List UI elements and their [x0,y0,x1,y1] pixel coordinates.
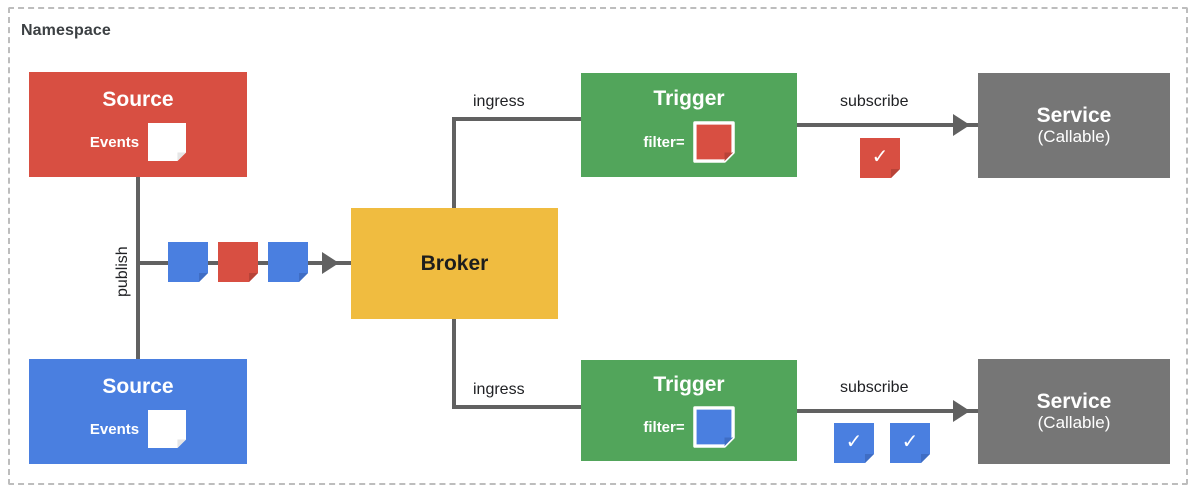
service-bottom-title: Service [1036,390,1112,414]
trigger-bottom-filter-row: filter= [643,406,735,448]
service-top-title: Service [1036,104,1112,128]
checkmark-icon: ✓ [871,145,889,168]
edge-label-publish: publish [114,246,131,297]
service-bottom-subtitle: (Callable) [1037,413,1111,433]
trigger-top-filter-icon [692,121,735,163]
trigger-bottom-filter-label: filter= [643,418,685,436]
event-card-3 [268,242,308,282]
event-card-1-fill [168,242,208,282]
subscribe-bottom-arrowhead [953,400,970,422]
event-card-1 [168,242,208,282]
ingress-bottom-line [452,405,584,409]
event-card-2-fill [218,242,258,282]
checkmark-icon: ✓ [901,430,919,453]
trigger-bottom-filter-icon [692,406,735,448]
edge-label-subscribe-top: subscribe [840,93,909,110]
edge-label-ingress-bottom: ingress [473,381,525,398]
source-blue-event-icon [148,410,187,449]
broker-title: Broker [420,251,489,275]
service-top-subtitle: (Callable) [1037,127,1111,147]
publish-spine-line [136,177,140,361]
subscribe-bottom-line [795,409,980,413]
delivered-top-1-fill [860,138,900,178]
delivered-bottom-1-fill [834,423,874,463]
source-red-title: Source [102,88,174,111]
subscribe-top-arrowhead [953,114,970,136]
namespace-label: Namespace [21,22,111,39]
node-source-red[interactable]: Source Events [29,72,247,177]
source-blue-title: Source [102,375,174,398]
delivered-event-bottom-1: ✓ [834,423,874,463]
trigger-top-filter-label: filter= [643,133,685,151]
source-red-events-label: Events [89,133,140,151]
source-red-event-icon [148,123,187,162]
node-trigger-top[interactable]: Trigger filter= [581,73,797,177]
edge-label-ingress-top: ingress [473,93,525,110]
node-source-blue[interactable]: Source Events [29,359,247,464]
subscribe-top-line [795,123,980,127]
node-service-bottom[interactable]: Service (Callable) [978,359,1170,464]
namespace-boundary [8,7,1188,485]
event-card-3-fill [268,242,308,282]
checkmark-icon: ✓ [845,430,863,453]
delivered-event-bottom-2: ✓ [890,423,930,463]
source-blue-events-label: Events [89,420,140,438]
trigger-bottom-title: Trigger [653,373,725,396]
node-service-top[interactable]: Service (Callable) [978,73,1170,178]
publish-arrowhead [322,252,339,274]
edge-label-subscribe-bottom: subscribe [840,379,909,396]
ingress-top-line [452,117,584,121]
delivered-event-top-1: ✓ [860,138,900,178]
source-red-events-row: Events [89,123,187,162]
source-blue-events-row: Events [89,410,187,449]
node-broker[interactable]: Broker [351,208,558,319]
trigger-top-title: Trigger [653,87,725,110]
trigger-top-filter-row: filter= [643,121,735,163]
event-card-2 [218,242,258,282]
node-trigger-bottom[interactable]: Trigger filter= [581,360,797,461]
delivered-bottom-2-fill [890,423,930,463]
